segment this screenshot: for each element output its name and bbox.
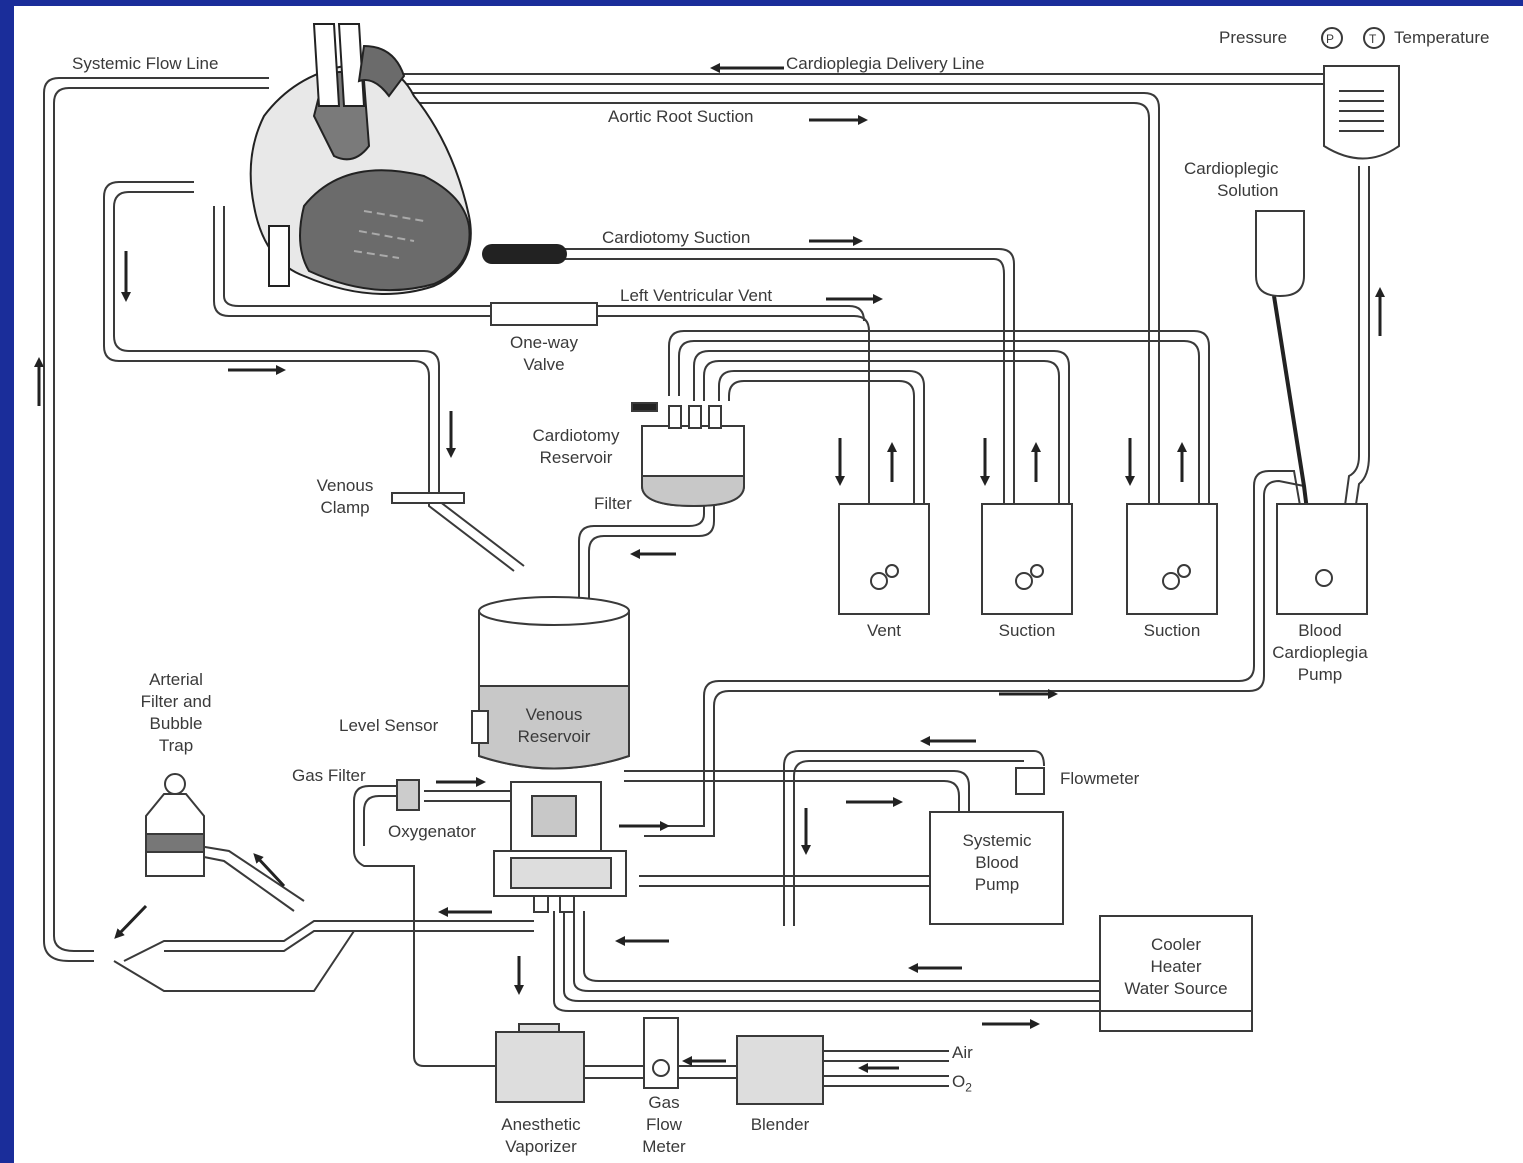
- label-suction-2: Suction: [1143, 621, 1201, 640]
- gas-flow-meter-shape: [643, 1017, 679, 1089]
- systemic-blood-pump-shape: [929, 811, 1064, 925]
- suction-pump-housing-1: [981, 503, 1073, 615]
- vent-pump-housing: [838, 503, 930, 615]
- diagram-panel: Systemic Flow Line Cardioplegia Delivery…: [14, 6, 1523, 1163]
- flowmeter-shape: [1015, 767, 1045, 795]
- label-systemic-flow-line: Systemic Flow Line: [72, 54, 219, 73]
- label-blood-cardioplegia-pump: Blood Cardioplegia Pump: [1272, 621, 1368, 684]
- venous-clamp-shape: [391, 492, 465, 504]
- flow-arrows: [34, 63, 1385, 1073]
- label-left-ventricular-vent: Left Ventricular Vent: [620, 286, 773, 305]
- anesthetic-vaporizer-shape: [495, 1031, 585, 1103]
- label-cardioplegic-solution: Cardioplegic Solution: [1184, 159, 1279, 200]
- label-cardioplegia-delivery-line: Cardioplegia Delivery Line: [786, 54, 985, 73]
- label-cardiotomy-suction: Cardiotomy Suction: [602, 228, 751, 247]
- cardioplegia-pump-housing: [1276, 503, 1368, 615]
- components: [145, 27, 1400, 1105]
- gas-filter-shape: [396, 779, 420, 811]
- label-air: Air: [952, 1043, 973, 1062]
- level-sensor-shape: [471, 710, 489, 744]
- label-level-sensor: Level Sensor: [339, 716, 439, 735]
- one-way-valve-shape: [490, 302, 598, 326]
- label-gas-filter: Gas Filter: [292, 766, 366, 785]
- label-gas-flow-meter: Gas Flow Meter: [642, 1093, 686, 1156]
- bypass-circuit-diagram: [34, 23, 1400, 1105]
- label-flowmeter: Flowmeter: [1060, 769, 1140, 788]
- cardioplegic-solution-bag: [1255, 210, 1305, 298]
- label-blender: Blender: [750, 1115, 810, 1134]
- label-anesthetic-vaporizer: Anesthetic Vaporizer: [501, 1115, 581, 1156]
- label-oxygenator: Oxygenator: [388, 822, 476, 841]
- label-aortic-root-suction: Aortic Root Suction: [608, 107, 754, 126]
- temperature-gauge-icon: [1363, 27, 1385, 49]
- label-cardiotomy-reservoir: Cardiotomy Reservoir: [532, 426, 620, 467]
- cardiotomy-suction-tip: [482, 244, 567, 264]
- label-t-symbol: T: [1369, 32, 1377, 46]
- label-venous-reservoir: Venous Reservoir: [517, 705, 591, 746]
- label-temperature: Temperature: [1394, 28, 1490, 47]
- suction-pump-housing-2: [1126, 503, 1218, 615]
- cardiotomy-suction-line: [564, 248, 1015, 586]
- tubing: [43, 73, 1370, 1087]
- heart-illustration: [249, 23, 472, 295]
- heat-exchanger-shape: [1323, 65, 1400, 160]
- venous-line: [103, 181, 515, 572]
- blender-shape: [736, 1035, 824, 1105]
- label-venous-clamp: Venous Clamp: [316, 476, 374, 517]
- label-suction-1: Suction: [998, 621, 1056, 640]
- label-systemic-blood-pump: Systemic Blood Pump: [962, 831, 1032, 894]
- pressure-gauge-icon: [1321, 27, 1343, 49]
- aortic-root-suction-line: [384, 92, 1160, 586]
- label-one-way-valve: One-way Valve: [509, 333, 579, 374]
- label-vent: Vent: [866, 621, 902, 640]
- label-p-symbol: P: [1326, 32, 1335, 46]
- label-pressure: Pressure: [1219, 28, 1288, 47]
- label-cooler-heater: Cooler Heater Water Source: [1124, 935, 1228, 998]
- label-arterial-filter: Arterial Filter and Bubble Trap: [140, 670, 212, 755]
- label-o2: O2: [952, 1072, 972, 1095]
- systemic-flow-line: [43, 77, 269, 962]
- label-filter: Filter: [594, 494, 632, 513]
